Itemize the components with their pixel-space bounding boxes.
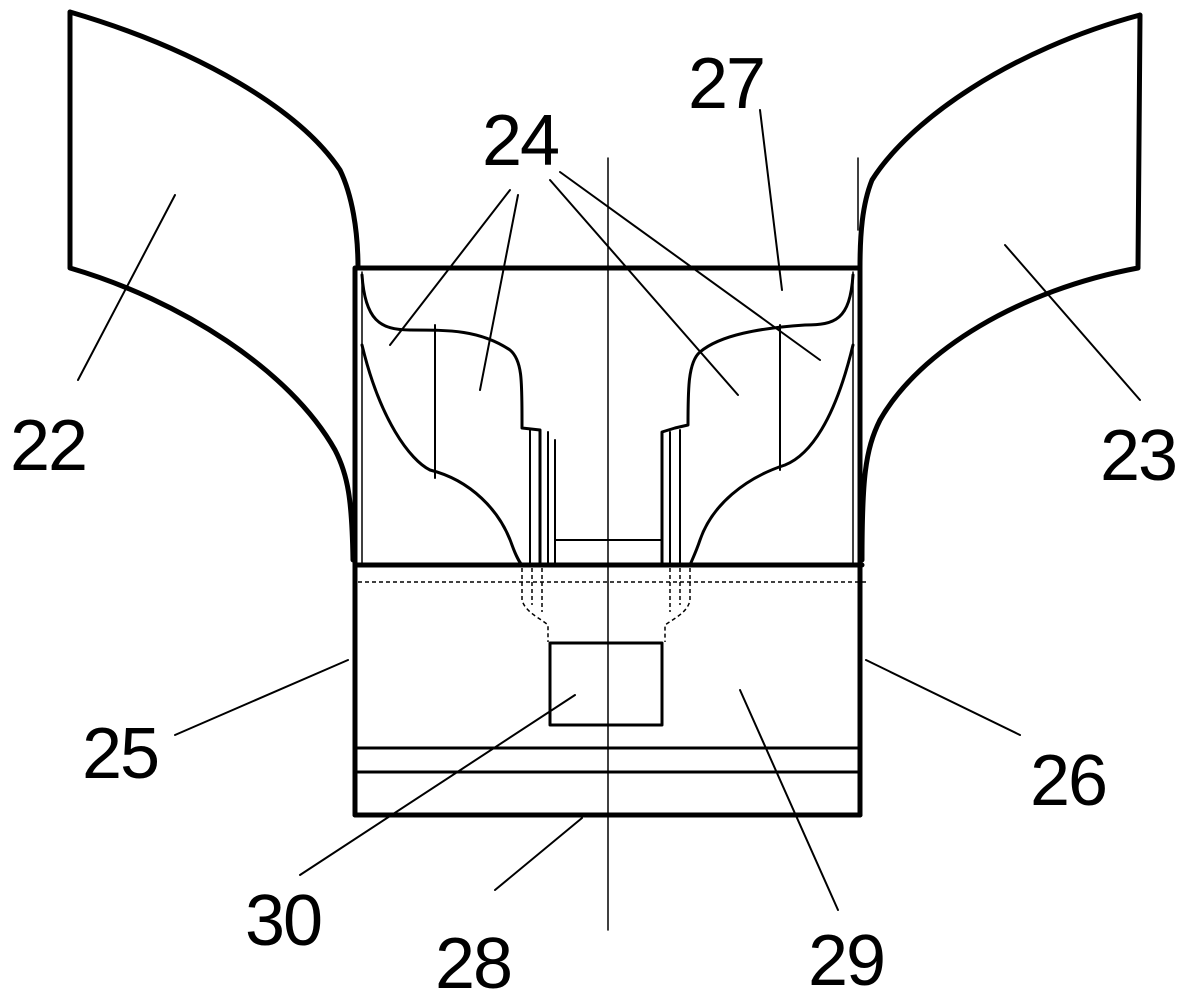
leader-27 bbox=[759, 109, 783, 291]
block-30 bbox=[548, 641, 664, 727]
leader-30 bbox=[299, 694, 576, 876]
label-23: 23 bbox=[1100, 416, 1176, 496]
hidden-hub-outline bbox=[521, 568, 691, 642]
label-26: 26 bbox=[1030, 741, 1106, 821]
left-impeller-blade-lower bbox=[360, 343, 524, 567]
label-30: 30 bbox=[245, 881, 321, 961]
label-24: 24 bbox=[482, 101, 558, 181]
leader-25 bbox=[174, 659, 349, 736]
leader-29 bbox=[739, 689, 839, 911]
left-horn-22 bbox=[67, 9, 361, 563]
leader-24c bbox=[549, 179, 739, 396]
label-29: 29 bbox=[808, 921, 884, 1001]
leader-24b bbox=[479, 194, 519, 391]
label-25: 25 bbox=[82, 714, 158, 794]
leader-24a bbox=[389, 189, 511, 346]
label-28: 28 bbox=[435, 924, 511, 1004]
right-impeller-blade-lower bbox=[688, 343, 855, 567]
leader-26 bbox=[865, 659, 1021, 736]
label-22: 22 bbox=[10, 406, 86, 486]
leader-24d bbox=[559, 171, 821, 361]
right-horn-23 bbox=[857, 12, 1143, 563]
leader-22 bbox=[77, 194, 176, 381]
right-impeller-blade bbox=[660, 273, 855, 567]
left-impeller-blade bbox=[360, 273, 542, 565]
leader-28 bbox=[494, 817, 583, 891]
label-27: 27 bbox=[688, 44, 764, 124]
leader-23 bbox=[1004, 244, 1141, 401]
